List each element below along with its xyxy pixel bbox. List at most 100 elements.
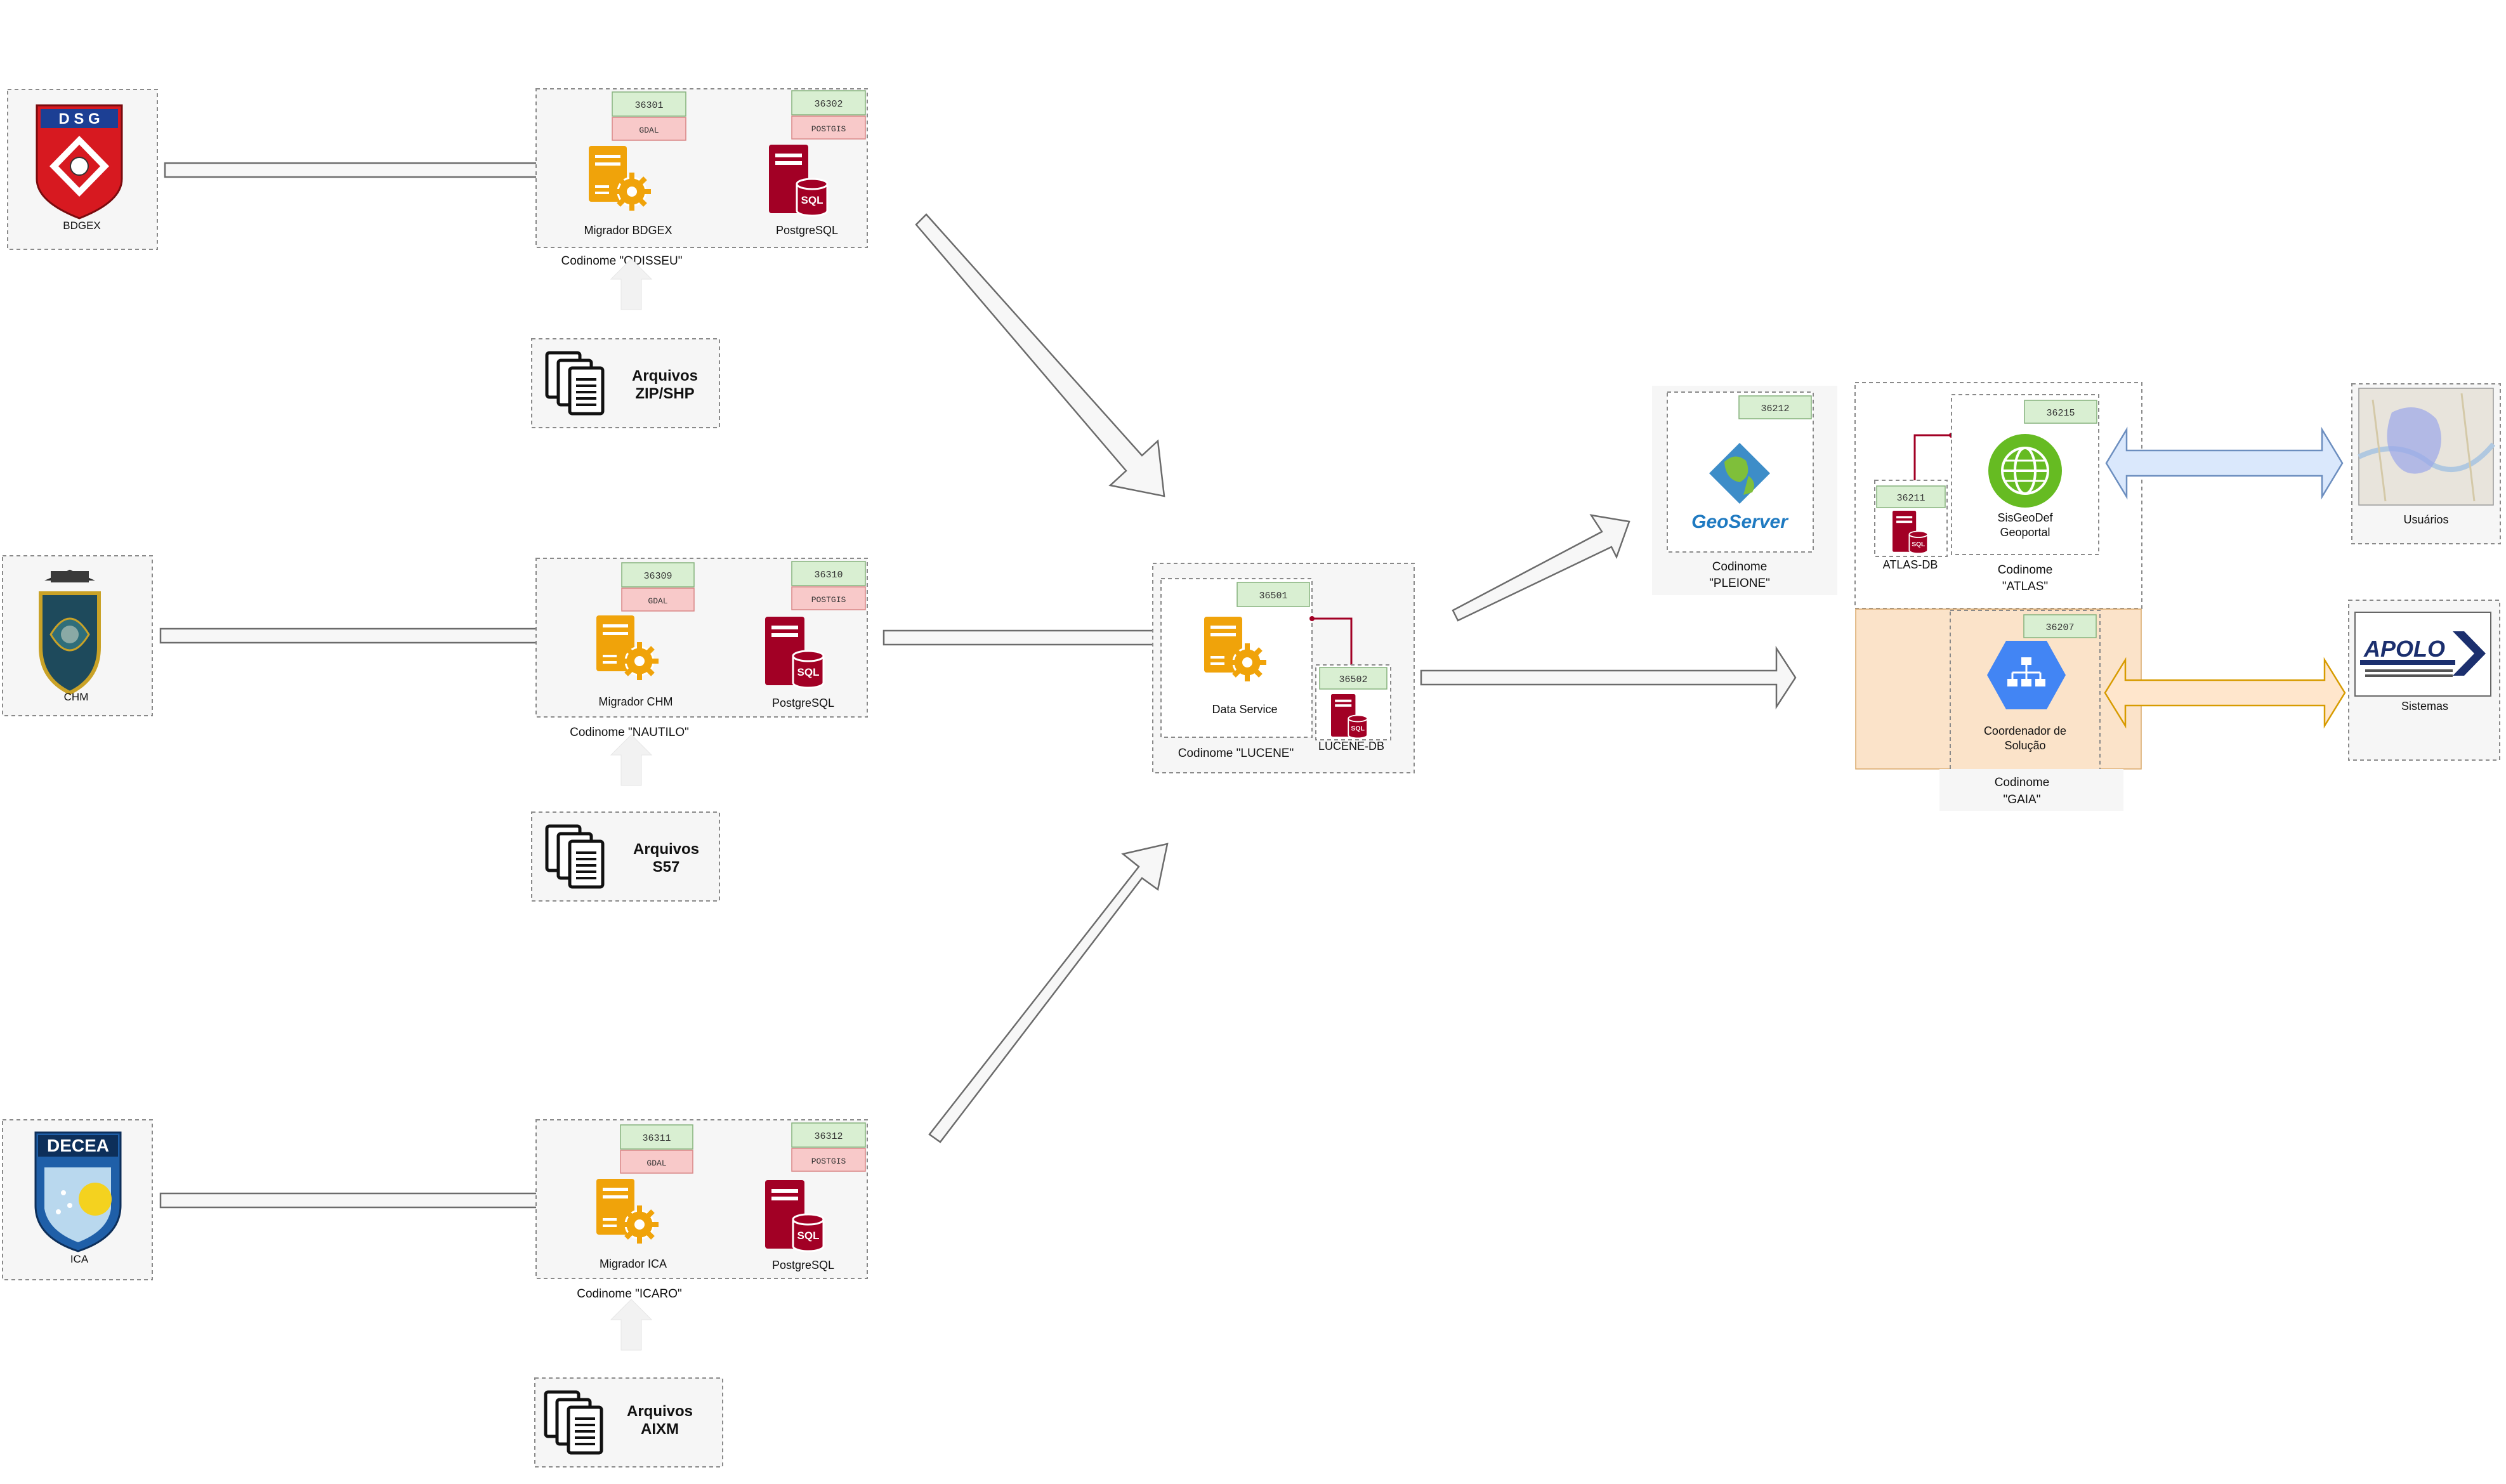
gaia-codename-background <box>1939 769 2123 811</box>
coord-label-line1: Coordenador de <box>1984 725 2066 737</box>
migrator-icaro: 36311 GDAL 36312 POSTGIS Migrador ICA Po… <box>535 1119 868 1301</box>
globe-icon <box>1988 434 2062 508</box>
codename-line1: Codinome <box>1998 563 2053 577</box>
portal-label-line1: SisGeoDef <box>1997 511 2053 524</box>
pleione-group: 36212 GeoServer Codinome "PLEIONE" <box>1652 386 1837 595</box>
port-label <box>791 1122 866 1148</box>
port-label <box>1738 395 1812 419</box>
files-label-line1: Arquivos <box>633 841 699 858</box>
files-label-line2: AIXM <box>641 1421 679 1438</box>
db-label: ATLAS-DB <box>1883 558 1938 571</box>
source-label: ICA <box>70 1253 89 1265</box>
port-number: 36501 <box>1259 591 1287 601</box>
port-label <box>1876 485 1946 508</box>
decea-logo-text: DECEA <box>47 1136 109 1155</box>
port-number: 36502 <box>1339 674 1367 685</box>
app-label: Migrador BDGEX <box>584 224 672 237</box>
port-label <box>1237 582 1310 607</box>
flow-arrow-chm <box>159 603 581 669</box>
migrator-odisseu: 36301 GDAL 36302 POSTGIS Migrador BDGEX … <box>535 88 868 268</box>
codename-line2: "ATLAS" <box>2002 580 2048 593</box>
bidirectional-arrow-systems <box>2104 657 2346 729</box>
app-label: Migrador CHM <box>598 695 672 708</box>
port-number: 36301 <box>634 100 663 111</box>
port-number: 36211 <box>1896 493 1925 504</box>
tech-tag-text: POSTGIS <box>811 124 846 134</box>
tech-tag <box>620 1150 693 1174</box>
users-group: Usuários <box>2351 383 2501 544</box>
coord-label-line2: Solução <box>2004 739 2045 752</box>
port-number: 36309 <box>643 571 672 582</box>
systems-label: Sistemas <box>2401 700 2448 712</box>
flow-arrow-ica <box>159 1167 581 1233</box>
codename-line1: Codinome <box>1712 560 1768 574</box>
files-zip-shp: Arquivos ZIP/SHP <box>531 338 720 428</box>
geoserver-logo-text: GeoServer <box>1691 511 1789 532</box>
files-label-line2: S57 <box>653 858 680 876</box>
decea-logo <box>34 1131 122 1252</box>
db-label: LUCENE-DB <box>1318 740 1384 752</box>
dsg-logo-text: D S G <box>58 110 100 128</box>
tech-tag-text: GDAL <box>646 1159 666 1168</box>
port-number: 36207 <box>2045 622 2074 633</box>
coordinator-icon <box>1987 641 2066 709</box>
tech-tag <box>791 1148 866 1172</box>
lucene-group: 36501 Data Service 36502 LUCENE-DB Codin… <box>1152 563 1415 773</box>
files-label-line1: Arquivos <box>632 367 698 384</box>
atlas-gaia-group: 36211 ATLAS-DB 36215 SisGeoDef Geoportal… <box>1854 382 2142 771</box>
db-label: PostgreSQL <box>772 1259 834 1271</box>
port-label <box>791 90 866 115</box>
tech-tag-text: GDAL <box>639 126 659 135</box>
port-label <box>620 1124 693 1150</box>
codename: Codinome "NAUTILO" <box>570 726 689 739</box>
tech-tag <box>612 117 686 141</box>
source-label: BDGEX <box>63 220 101 232</box>
chm-logo <box>39 570 101 695</box>
portal-label-line2: Geoportal <box>2000 526 2050 539</box>
users-label: Usuários <box>2403 513 2448 526</box>
files-aixm: Arquivos AIXM <box>534 1377 723 1468</box>
flow-arrow-lucene-pleione <box>1452 514 1630 622</box>
connector-line <box>1913 434 1953 480</box>
port-number: 36212 <box>1761 404 1789 414</box>
map-thumbnail <box>2358 388 2496 506</box>
connector-dot <box>1309 616 1315 621</box>
codename: Codinome "ODISSEU" <box>561 254 683 268</box>
source-bdgex: D S G BDGEX <box>7 89 158 250</box>
tech-tag <box>621 588 695 612</box>
tech-tag <box>791 586 866 610</box>
port-number: 36302 <box>814 99 843 110</box>
flow-arrow-bdgex <box>164 137 585 203</box>
apolo-logo-text: APOLO <box>2363 636 2445 662</box>
port-number: 36312 <box>814 1131 843 1142</box>
upload-arrow <box>610 1299 652 1351</box>
tech-tag-text: POSTGIS <box>811 595 846 605</box>
port-label <box>612 91 686 117</box>
service-label: Data Service <box>1212 703 1277 716</box>
source-ica: DECEA ICA <box>2 1119 153 1280</box>
db-label: PostgreSQL <box>776 224 838 237</box>
migrator-nautilo: 36309 GDAL 36310 POSTGIS Migrador CHM Po… <box>535 558 868 739</box>
connector-line <box>1312 617 1353 666</box>
source-chm: CHM <box>2 555 153 716</box>
port-number: 36311 <box>642 1133 671 1144</box>
codename: Codinome "ICARO" <box>577 1287 682 1301</box>
flow-arrow-lucene-gaia <box>1420 645 1797 710</box>
files-label-line1: Arquivos <box>627 1403 693 1420</box>
codename-line2: "PLEIONE" <box>1709 577 1770 590</box>
port-number: 36215 <box>2046 408 2075 419</box>
source-label: CHM <box>64 691 89 703</box>
codename-line1: Codinome <box>1995 776 2050 789</box>
port-label <box>2023 614 2097 638</box>
tech-tag-text: GDAL <box>648 596 667 606</box>
bidirectional-arrow-users <box>2105 426 2344 500</box>
dsg-logo <box>36 104 123 220</box>
flow-arrow-odisseu-lucene <box>915 213 1165 497</box>
port-label <box>791 561 866 586</box>
upload-arrow <box>610 734 652 786</box>
files-label-line2: ZIP/SHP <box>635 385 694 402</box>
codename: Codinome "LUCENE" <box>1178 747 1294 760</box>
port-label <box>1319 667 1387 690</box>
codename-line2: "GAIA" <box>2004 793 2041 806</box>
db-label: PostgreSQL <box>772 697 834 709</box>
